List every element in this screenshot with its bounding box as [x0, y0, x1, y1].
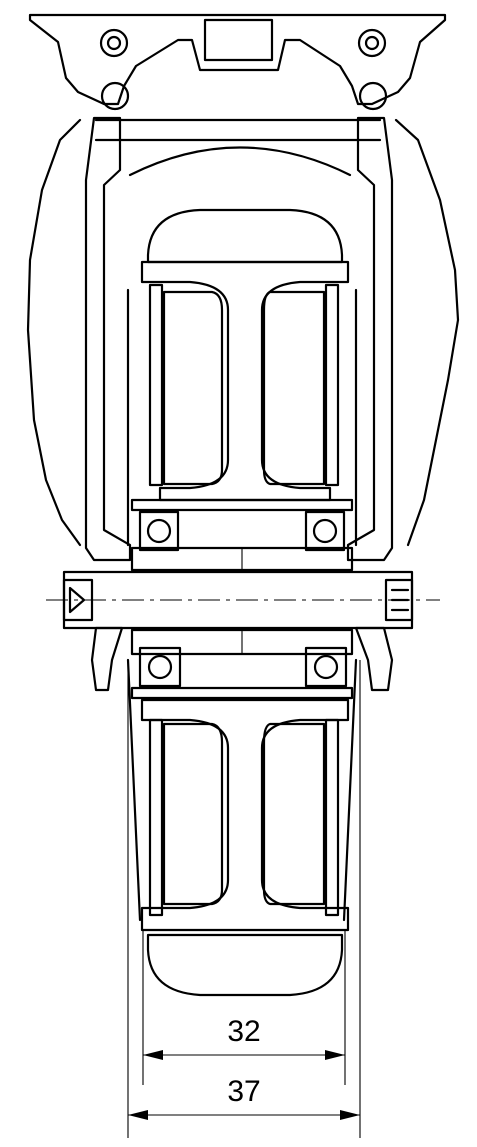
fork-housing: [26, 116, 460, 692]
wheel-hub-upper: [126, 260, 358, 547]
tyre-upper: [146, 208, 344, 264]
wheel-hub-lower: [126, 658, 358, 932]
dimension-label-outer: 37: [227, 1075, 260, 1108]
lower-bearings: [130, 628, 354, 700]
tyre-lower: [146, 933, 344, 997]
axle: [46, 570, 440, 630]
upper-bearings: [130, 498, 354, 572]
top-mounting-plate: [28, 13, 447, 106]
dimension-label-inner: 32: [227, 1015, 260, 1048]
dimension-lines: [127, 660, 361, 1138]
swivel-bearing-balls: [99, 28, 388, 111]
